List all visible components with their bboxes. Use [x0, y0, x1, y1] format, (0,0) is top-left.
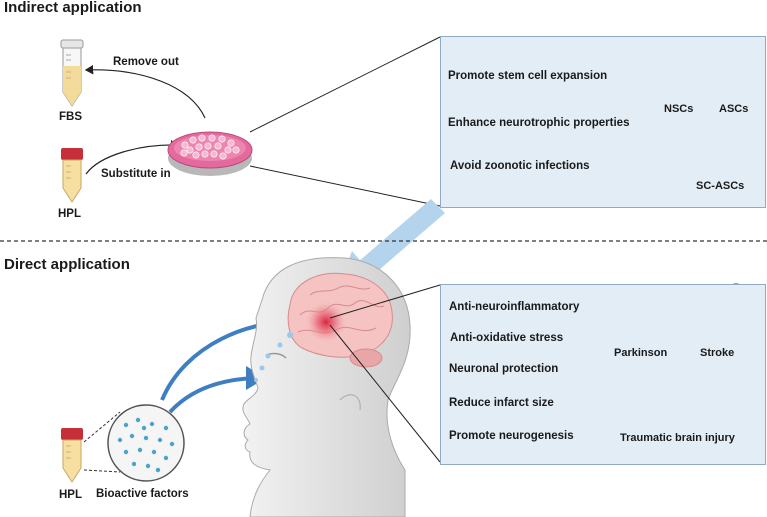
bioactive-factors-label: Bioactive factors	[96, 488, 189, 500]
effect-item: Neuronal protection	[449, 363, 559, 375]
indirect-section-title: Indirect application	[4, 0, 142, 16]
effect-item: Promote neurogenesis	[449, 430, 574, 442]
effect-item: Anti-oxidative stress	[450, 332, 564, 344]
cell-label-nsc: NSCs	[664, 103, 694, 115]
bioactive-factors-icon	[107, 404, 185, 482]
hpl-tube-bottom-icon	[61, 428, 83, 483]
benefit-item: Promote stem cell expansion	[448, 70, 608, 82]
nasal-arrow-lower	[168, 366, 266, 414]
fbs-label: FBS	[59, 111, 82, 123]
disease-label-parkinson: Parkinson	[614, 347, 668, 359]
effect-item: Reduce infarct size	[449, 397, 554, 409]
remove-out-label: Remove out	[113, 56, 179, 68]
petri-dish-icon	[167, 131, 253, 176]
fbs-tube-icon	[60, 39, 84, 107]
indirect-benefits-panel	[440, 36, 766, 208]
disease-label-stroke: Stroke	[700, 347, 735, 359]
benefit-item: Avoid zoonotic infections	[450, 160, 590, 172]
hpl-label-bottom: HPL	[59, 489, 82, 501]
effect-item: Anti-neuroinflammatory	[449, 301, 580, 313]
hpl-tube-icon	[61, 148, 83, 203]
direct-effects-panel	[440, 284, 766, 465]
cell-label-sc-asc: SC-ASCs	[696, 180, 745, 192]
direct-section-title: Direct application	[4, 256, 130, 273]
benefit-item: Enhance neurotrophic properties	[448, 117, 630, 129]
remove-arrow	[84, 64, 206, 119]
cell-label-asc: ASCs	[719, 103, 749, 115]
disease-label-tbi: Traumatic brain injury	[620, 432, 735, 444]
hpl-label-top: HPL	[58, 208, 81, 220]
substitute-in-label: Substitute in	[101, 168, 171, 180]
substitute-arrow	[85, 140, 180, 175]
droplets-icon	[254, 332, 293, 382]
